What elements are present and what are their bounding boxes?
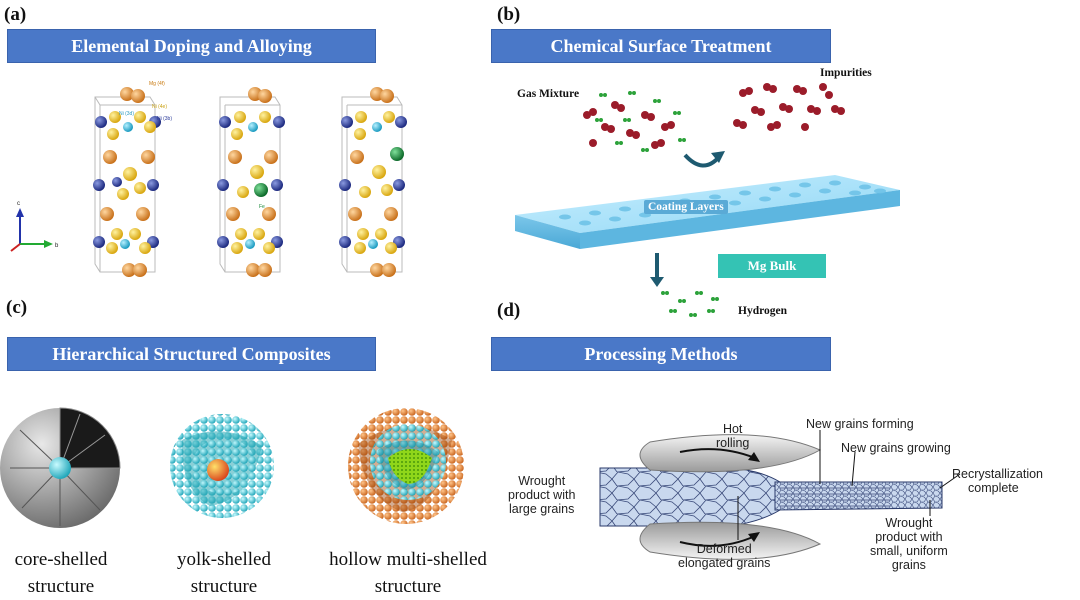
hot-rolling-diagram (599, 430, 961, 560)
label-ni-3b: Ni (3b) (157, 116, 172, 122)
caption-core-shelled-line1: core-shelled (14, 549, 108, 570)
label-wr-line3: small, uniform (870, 544, 948, 558)
label-hot: Hot (722, 422, 743, 436)
banner-elemental-doping: Elemental Doping and Alloying (7, 29, 376, 63)
label-axis-b: b (55, 243, 59, 249)
caption-yolk-shelled: yolk-shelled structure (160, 546, 288, 600)
banner-processing: Processing Methods (491, 337, 831, 371)
gas-mixture-molecules (583, 91, 686, 152)
label-impurities: Impurities (820, 67, 872, 79)
label-new-grains-forming: New grains forming (806, 417, 914, 431)
label-wl-line2: product with (508, 488, 576, 502)
crystal-cell-2 (217, 87, 285, 277)
label-def-line2: elongated grains (678, 556, 771, 570)
caption-yolk-shelled-line2: structure (190, 576, 258, 597)
label-ni-4e: Ni (4e) (152, 104, 167, 110)
label-wr-line2: product with (875, 530, 943, 544)
label-mg-4f: Mg (4f) (149, 81, 165, 87)
label-gas-mixture: Gas Mixture (517, 88, 580, 100)
panel-a-letter: (a) (4, 4, 27, 25)
crystal-cell-1 (93, 87, 161, 277)
caption-core-shelled-line2: structure (27, 576, 95, 597)
panel-d-letter: (d) (497, 300, 521, 321)
label-def-line1: Deformed (696, 542, 752, 556)
yolk-shelled-sphere (170, 414, 274, 518)
label-wr-line4: grains (891, 558, 926, 572)
top-roller (639, 434, 822, 473)
label-wl-line1: Wrought (518, 474, 566, 488)
crystal-structures-diagram: Mg (4f) Ni (3d) Ni (3b) Ni (4e) Fe c b (10, 81, 407, 277)
label-wrought-large: Wrought product with large grains (508, 474, 575, 516)
hydrogen-molecules (661, 291, 719, 317)
banner-hierarchical: Hierarchical Structured Composites (7, 337, 376, 371)
impurity-molecules (733, 83, 845, 131)
core-shelled-sphere (0, 407, 121, 528)
label-rolling: rolling (716, 436, 750, 450)
banner-chemical-surface: Chemical Surface Treatment (491, 29, 831, 63)
caption-hollow-line1: hollow multi-shelled (329, 549, 487, 570)
label-ni-3d: Ni (3d) (119, 111, 134, 117)
label-axis-c: c (17, 201, 20, 207)
label-hot-rolling: Hot rolling (716, 422, 749, 450)
caption-yolk-shelled-line1: yolk-shelled (177, 549, 271, 570)
hollow-multi-shelled-sphere (348, 408, 464, 524)
label-wl-line3: large grains (509, 502, 575, 516)
label-recryst-line1: Recrystallization (952, 467, 1044, 481)
down-arrow (650, 277, 664, 287)
axis-triad (10, 208, 53, 252)
label-recrystallization: Recrystallization complete (952, 467, 1043, 495)
panel-c-letter: (c) (6, 297, 28, 318)
hierarchical-structures-diagram (0, 407, 464, 528)
label-hydrogen: Hydrogen (738, 305, 787, 317)
label-wr-line1: Wrought (885, 516, 933, 530)
label-coating-layers: Coating Layers (644, 200, 728, 214)
crystal-cell-3 (339, 87, 407, 277)
label-deformed-grains: Deformed elongated grains (678, 542, 770, 570)
bottom-roller (639, 521, 822, 560)
label-recryst-line2: complete (968, 481, 1019, 495)
caption-hollow-multi-shelled: hollow multi-shelled structure (308, 546, 508, 600)
caption-hollow-line2: structure (374, 576, 442, 597)
label-new-grains-growing: New grains growing (841, 441, 951, 455)
label-fe: Fe (259, 204, 265, 210)
surface-treatment-diagram (515, 83, 900, 317)
panel-b-letter: (b) (497, 4, 521, 25)
caption-core-shelled: core-shelled structure (0, 546, 122, 600)
label-wrought-small: Wrought product with small, uniform grai… (870, 516, 948, 572)
mg-bulk-tag: Mg Bulk (718, 254, 826, 278)
